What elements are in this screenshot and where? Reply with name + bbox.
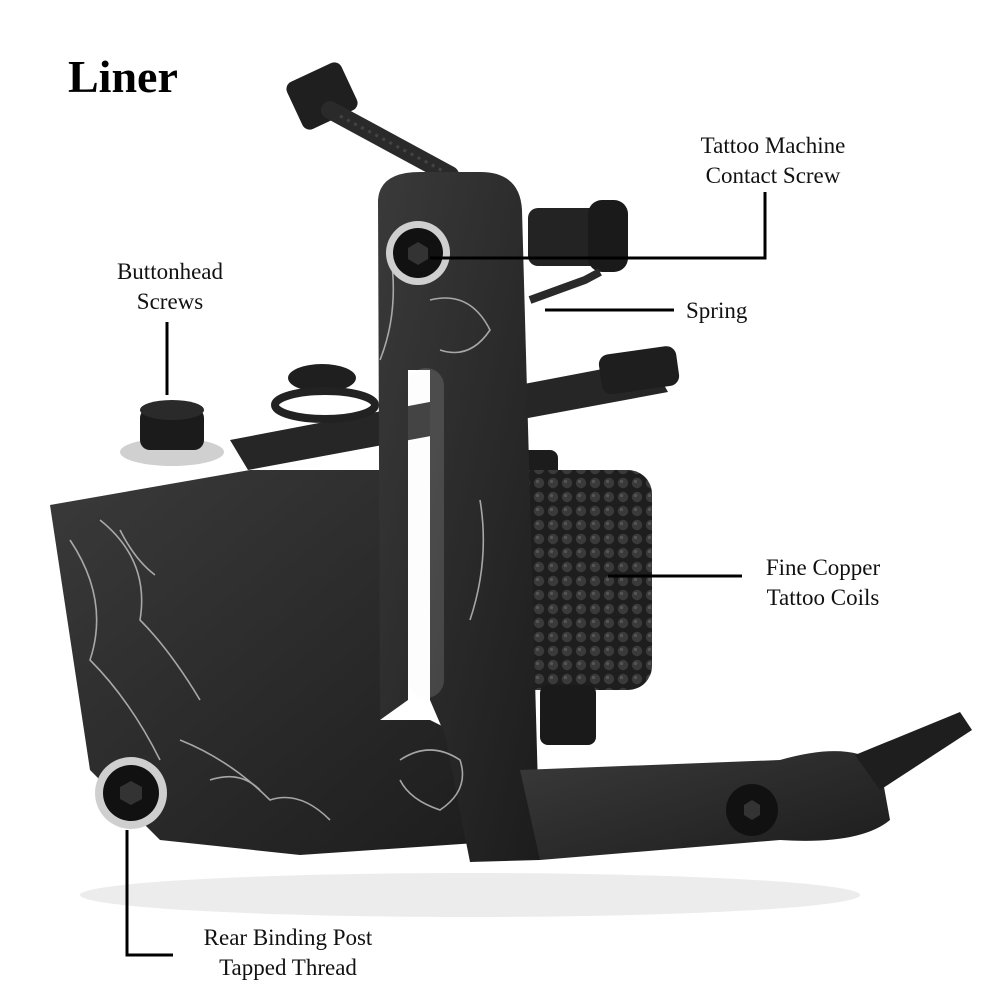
label-rear-post-line2: Tapped Thread: [219, 955, 357, 980]
label-spring-line1: Spring: [686, 298, 748, 323]
leader-contact-screw: [430, 192, 767, 260]
label-buttonhead-screws: Buttonhead Screws: [100, 257, 240, 317]
label-coils-line2: Tattoo Coils: [766, 585, 880, 610]
label-contact-screw-line1: Tattoo Machine: [700, 133, 846, 158]
label-buttonhead-line2: Screws: [136, 289, 204, 314]
label-spring: Spring: [686, 296, 762, 326]
label-rear-post-line1: Rear Binding Post: [203, 925, 373, 950]
label-contact-screw: Tattoo Machine Contact Screw: [680, 131, 866, 191]
label-coils: Fine Copper Tattoo Coils: [748, 553, 898, 613]
page-title: Liner: [68, 51, 178, 102]
front-base-screw: [726, 784, 778, 836]
contact-thumbscrew: [528, 200, 628, 272]
spring-part: [528, 268, 602, 304]
label-rear-binding-post: Rear Binding Post Tapped Thread: [178, 923, 398, 983]
rear-binding-post-screw: [95, 757, 167, 829]
label-coils-line1: Fine Copper: [765, 555, 881, 580]
leader-lines: [125, 192, 767, 957]
contact-screw-head: [386, 221, 450, 285]
front-binding-post: [271, 364, 379, 423]
label-buttonhead-line1: Buttonhead: [116, 259, 224, 284]
engraving-pattern: [69, 249, 491, 821]
label-contact-screw-line2: Contact Screw: [705, 163, 841, 188]
leader-rear-post: [125, 830, 173, 957]
contact-screw: [286, 62, 459, 184]
floor-shadow: [80, 873, 860, 917]
buttonhead-screw: [120, 400, 224, 466]
